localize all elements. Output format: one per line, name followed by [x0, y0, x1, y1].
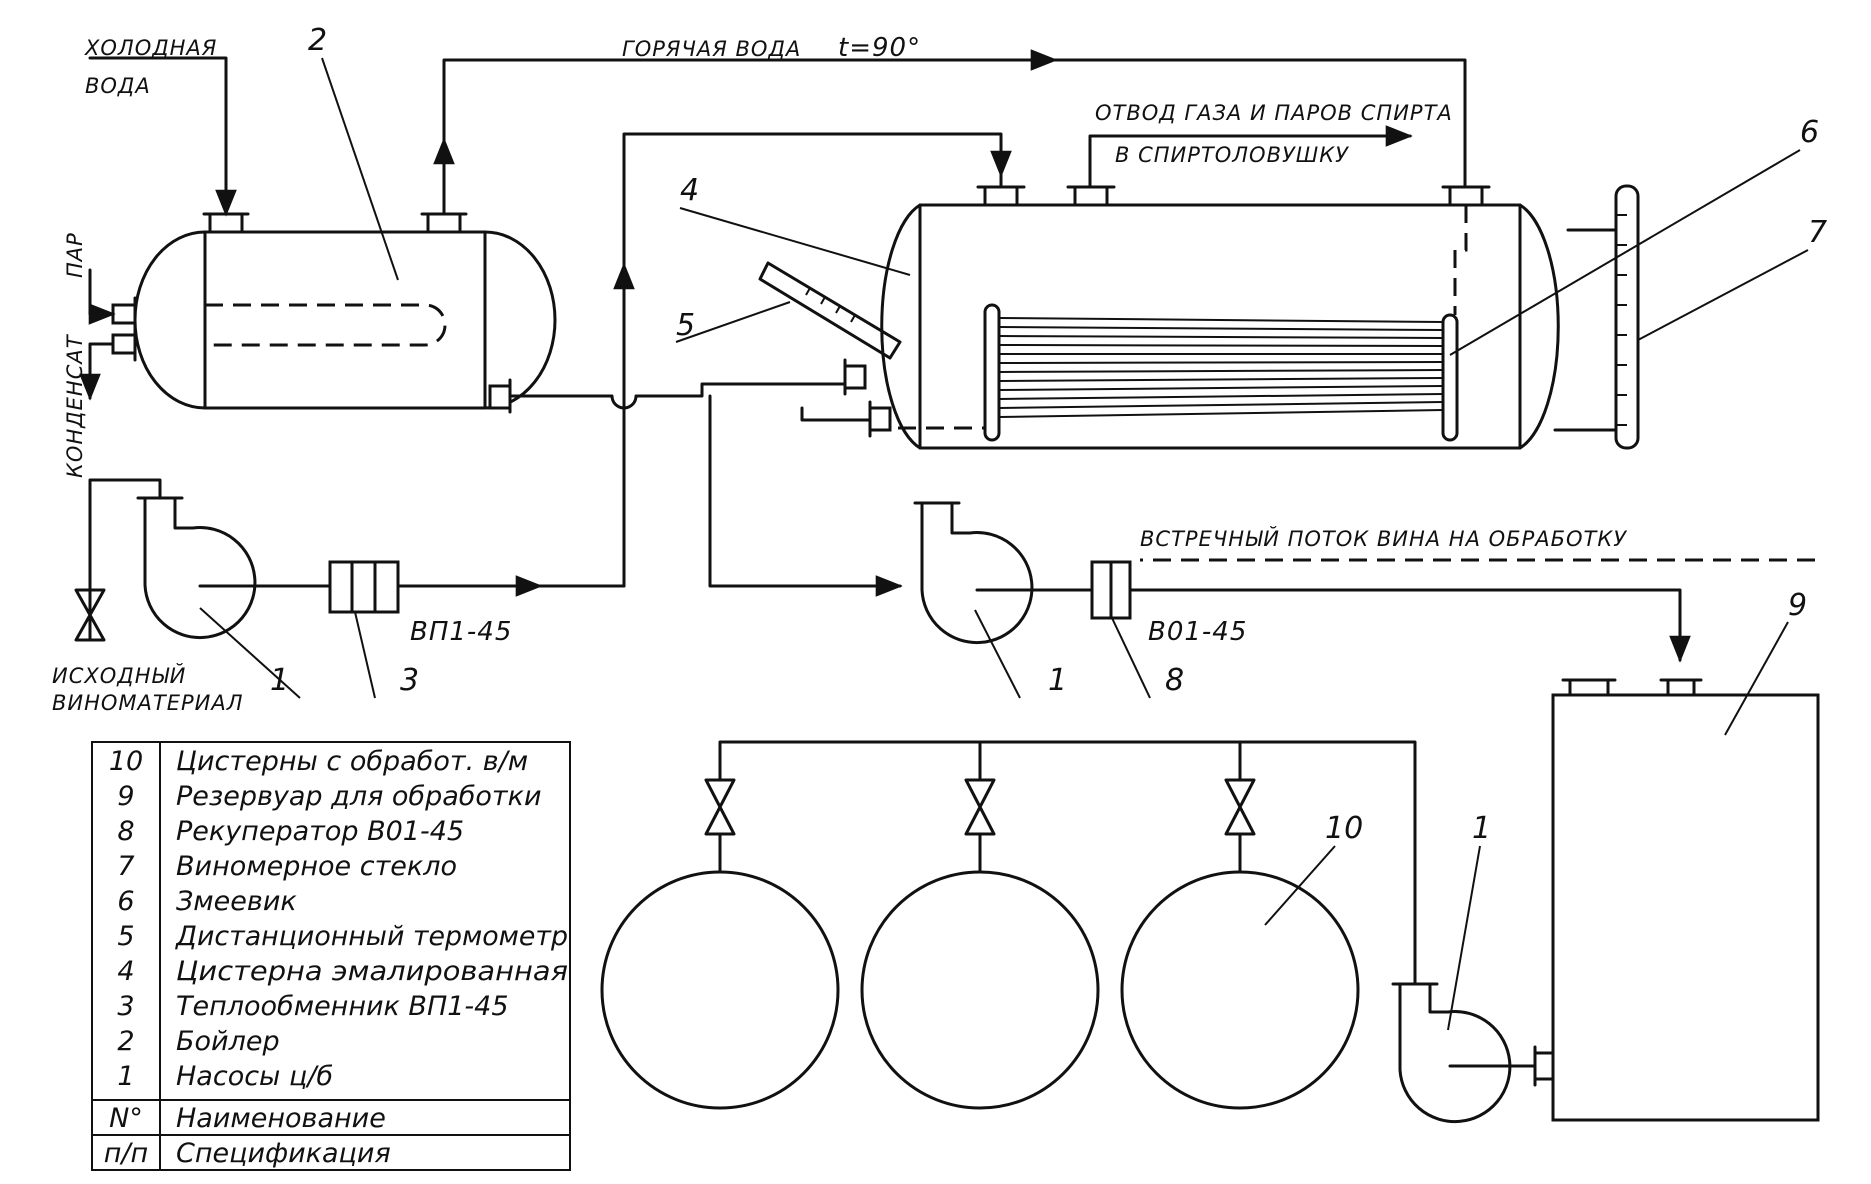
gas-exhaust-label-2: В СПИРТОЛОВУШКУ [1115, 143, 1349, 167]
source-wine-line [88, 478, 162, 642]
hot-water-temp-label: t=90° [838, 33, 921, 63]
hot-water-line [442, 58, 1467, 216]
coil [983, 303, 1459, 442]
legend-no-6: 6 [117, 886, 134, 917]
legend-name-6: Змеевик [176, 886, 297, 917]
cold-water-label-1: ХОЛОДНАЯ [84, 36, 217, 60]
pump-middle [913, 501, 1094, 645]
legend-header-name: Наименование [176, 1103, 386, 1134]
legend-no-1: 1 [117, 1061, 134, 1092]
legend-no-3: 3 [117, 991, 134, 1022]
legend-header-no: N° [109, 1103, 143, 1134]
counter-flow-label: ВСТРЕЧНЫЙ ПОТОК ВИНА НА ОБРАБОТКУ [1140, 526, 1627, 551]
cold-water-label-2: ВОДА [85, 74, 151, 98]
pump-right [1391, 982, 1537, 1124]
treatment-reservoir [1533, 678, 1820, 1122]
callout-3: 3 [400, 663, 419, 698]
pump-left [136, 496, 332, 640]
valve-source [74, 588, 106, 642]
legend-no-4: 4 [117, 956, 134, 987]
gas-exhaust-label-1: ОТВОД ГАЗА И ПАРОВ СПИРТА [1095, 101, 1453, 125]
legend-no-7: 7 [117, 851, 134, 882]
legend-name-1: Насосы ц/б [176, 1061, 333, 1092]
callout-4: 4 [680, 173, 699, 208]
callout-1c: 1 [1472, 811, 1491, 846]
callout-9: 9 [1788, 588, 1807, 623]
distribution-header [718, 740, 1417, 986]
legend-name-8: Рекуператор В01-45 [176, 816, 464, 847]
legend-header2-no: п/п [104, 1138, 148, 1169]
vp-model-label: ВП1-45 [410, 617, 512, 647]
legend-table: 10 Цистерны с обработ. в/м 9 Резервуар д… [91, 741, 571, 1171]
callout-2: 2 [308, 23, 327, 58]
legend-no-10: 10 [109, 746, 143, 777]
steam-label: ПАР [63, 232, 87, 278]
tank-inlet-nozzle [843, 364, 867, 390]
legend-header2-name: Спецификация [176, 1138, 391, 1169]
callout-8: 8 [1165, 663, 1184, 698]
callout-5: 5 [676, 308, 695, 343]
hot-water-label: ГОРЯЧАЯ ВОДА [622, 37, 801, 61]
legend-name-2: Бойлер [176, 1026, 280, 1057]
callout-7: 7 [1808, 215, 1827, 250]
condensate-label: КОНДЕНСАТ [63, 333, 87, 478]
legend-no-2: 2 [117, 1026, 134, 1057]
storage-tank-1 [600, 778, 840, 1110]
callout-1b: 1 [1048, 663, 1067, 698]
legend-no-8: 8 [117, 816, 134, 847]
source-wine-label-2: ВИНОМАТЕРИАЛ [52, 691, 244, 715]
gas-exhaust-line [1088, 125, 1413, 189]
source-wine-label-1: ИСХОДНЫЙ [52, 663, 186, 688]
legend-name-4: Цистерна эмалированная [176, 956, 568, 987]
legend-name-5: Дистанционный термометр [175, 921, 568, 952]
steam-line [88, 268, 116, 325]
heat-exchanger-vp [328, 560, 400, 614]
cold-water-line [88, 56, 237, 217]
legend-no-5: 5 [117, 921, 134, 952]
recuperator [1090, 560, 1132, 620]
legend-name-10: Цистерны с обработ. в/м [176, 746, 528, 777]
remote-thermometer [758, 261, 902, 360]
legend-name-9: Резервуар для обработки [176, 781, 542, 812]
tank-outlet-nozzle [868, 406, 892, 432]
level-gauge [1553, 184, 1640, 450]
condensate-line [79, 342, 115, 401]
wine-to-reservoir-line [1128, 588, 1691, 663]
storage-tank-3 [1120, 778, 1360, 1110]
boiler [111, 212, 557, 414]
legend-name-7: Виномерное стекло [176, 851, 457, 882]
callout-10: 10 [1325, 811, 1363, 846]
enamel-tank [880, 185, 1560, 450]
storage-tank-2 [860, 778, 1100, 1110]
legend-name-3: Теплообменник ВП1-45 [176, 991, 509, 1022]
vo-model-label: В01-45 [1148, 617, 1247, 647]
callout-6: 6 [1800, 115, 1819, 150]
hot-wine-line [508, 382, 847, 410]
legend-no-9: 9 [117, 781, 134, 812]
